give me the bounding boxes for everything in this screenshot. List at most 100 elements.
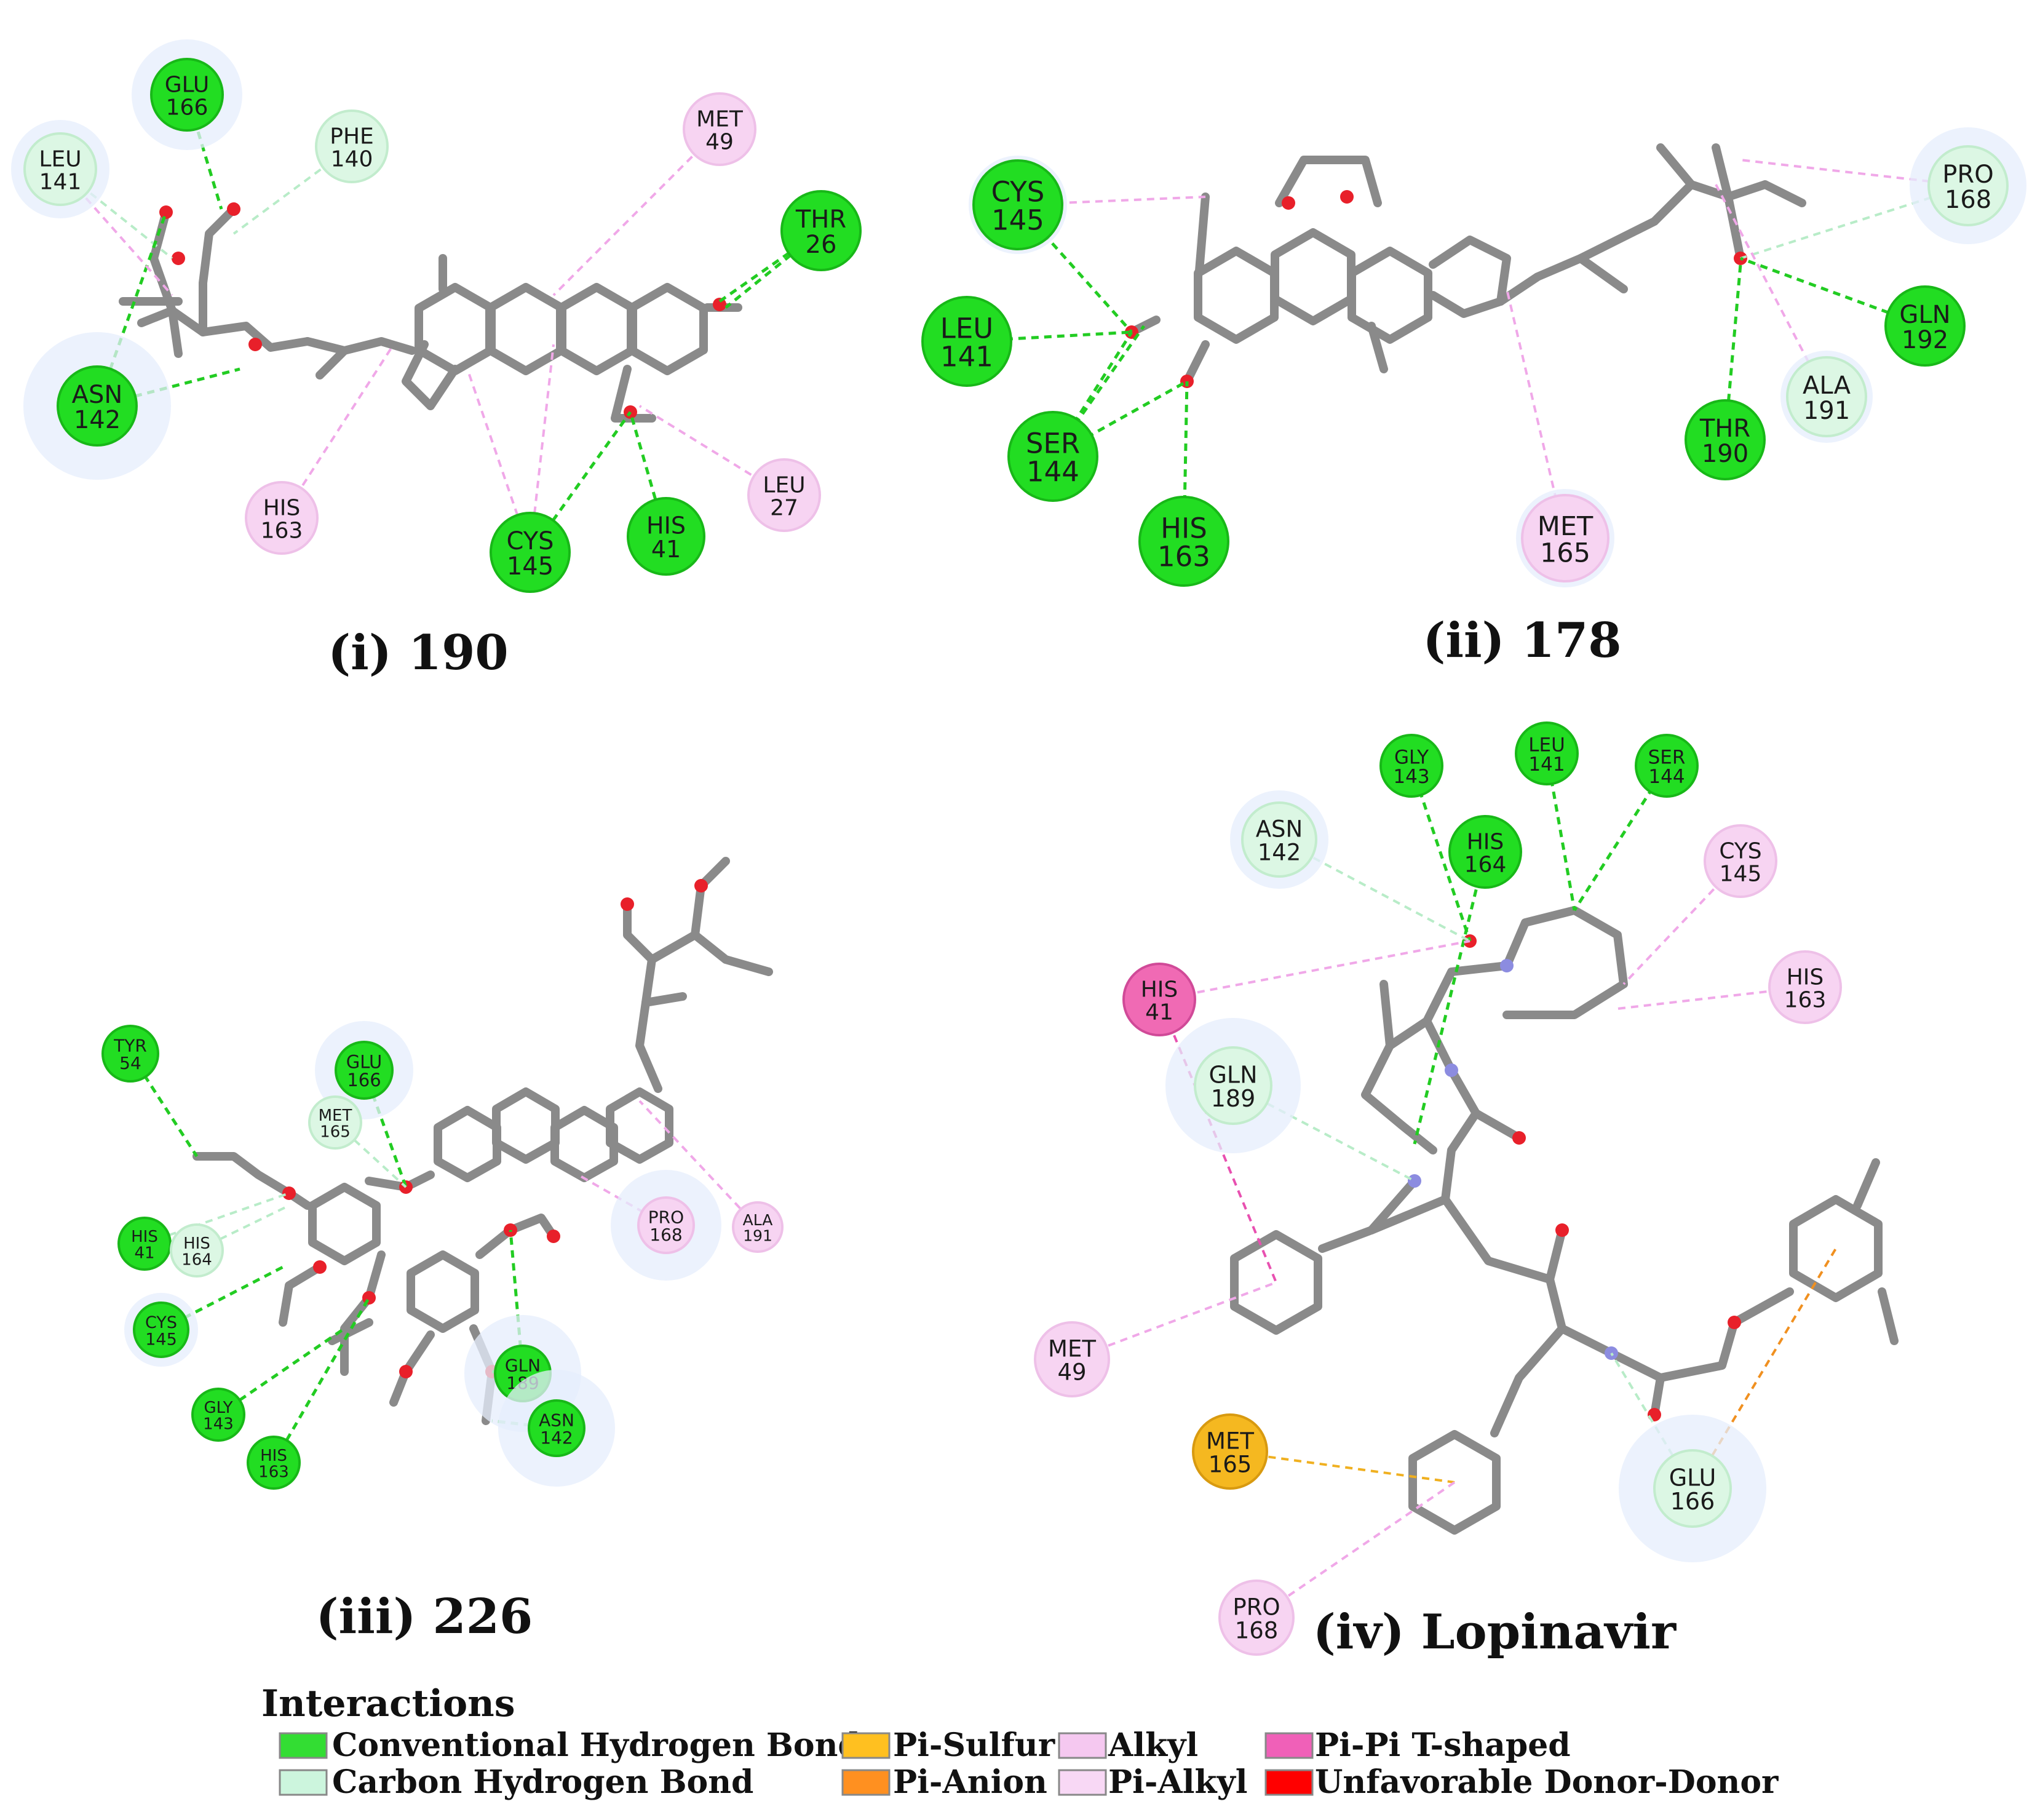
- oxygen-atom: [172, 252, 185, 265]
- residue-number: 145: [1720, 861, 1762, 886]
- residue-circle: [101, 1025, 159, 1083]
- residue-number: 27: [770, 495, 798, 520]
- ligand-226-bond: [340, 1250, 386, 1376]
- ligand-lopinavir-bond: [1472, 1109, 1523, 1142]
- residue-name: HIS: [646, 512, 686, 539]
- residue-circle: [683, 92, 756, 166]
- residue-circle: [117, 1217, 172, 1271]
- residue-circle: [780, 190, 862, 271]
- residue-number: 163: [1157, 541, 1210, 573]
- ligand-178-bond: [1347, 247, 1432, 344]
- ligand-226-bond: [641, 931, 773, 1007]
- legend-label-pi-alkyl: Pi-Alkyl: [1108, 1763, 1248, 1801]
- ligand-226-bond: [328, 1318, 373, 1345]
- residue-circle: [1122, 963, 1196, 1036]
- residue-circle: [528, 1399, 585, 1457]
- ligand-226-bond: [635, 992, 687, 1093]
- nitrogen-atom: [1445, 1063, 1458, 1077]
- residue-number: 165: [320, 1123, 351, 1141]
- residue-number: 141: [39, 169, 82, 194]
- residue-name: GLN: [1209, 1061, 1257, 1088]
- residue-circle: [1448, 815, 1522, 889]
- residue-circle: [1194, 1046, 1272, 1125]
- residue-name: CYS: [991, 176, 1045, 209]
- residue-name: SER: [1648, 746, 1686, 768]
- oxygen-atom: [313, 1260, 327, 1274]
- residue-number: 191: [1803, 397, 1850, 425]
- interaction-line-p1-met49: [552, 128, 721, 296]
- interaction-line-p3-ala191: [638, 1100, 759, 1228]
- legend-title: Interactions: [261, 1682, 515, 1725]
- caption-panel-2: (ii) 178: [1423, 613, 1621, 669]
- ligand-lopinavir-bond: [1230, 1230, 1322, 1335]
- ligand-lopinavir-bond: [1441, 1195, 1554, 1284]
- ligand-190-bond: [556, 283, 637, 375]
- oxygen-atom: [547, 1230, 560, 1243]
- interaction-line-p3-glu166: [362, 1070, 408, 1188]
- interaction-line-p4-gln189: [1232, 1084, 1415, 1182]
- residue-number: 142: [540, 1428, 573, 1448]
- legend-swatch-unfav-dd: [1264, 1769, 1314, 1796]
- residue-circle: [1768, 950, 1842, 1024]
- residue-number: 163: [258, 1463, 289, 1481]
- interaction-line-p4-pro168: [1255, 1481, 1456, 1619]
- residue-circle: [1927, 145, 2009, 226]
- ligand-lopinavir-bond: [1318, 1066, 1480, 1253]
- residue-name: ALA: [1803, 372, 1851, 400]
- ligand-226-bond: [691, 857, 730, 939]
- residue-name: HIS: [1161, 512, 1207, 545]
- ligand-190-bond: [611, 365, 656, 423]
- residue-number: 168: [1235, 1617, 1279, 1643]
- legend-swatch-hbond: [279, 1732, 328, 1759]
- residue-number: 190: [1702, 440, 1748, 468]
- legend-swatch-carbon-h: [279, 1769, 328, 1796]
- nitrogen-atom: [1408, 1174, 1421, 1188]
- residue-name: ASN: [1256, 816, 1303, 843]
- ligand-190-bond: [316, 346, 349, 379]
- interaction-line-p4-met49: [1071, 1281, 1277, 1361]
- residue-number: 41: [134, 1244, 154, 1262]
- residue-name: HIS: [183, 1234, 210, 1253]
- residue-number: 49: [1057, 1359, 1086, 1385]
- residue-name: CYS: [506, 527, 554, 555]
- ligand-226-bond: [475, 1214, 558, 1259]
- residue-name: GLU: [1669, 1464, 1717, 1491]
- residue-name: GLY: [1394, 746, 1429, 768]
- ligand-190-bond: [627, 283, 708, 375]
- oxygen-atom: [399, 1365, 413, 1378]
- ligand-190-bond: [415, 283, 496, 375]
- ligand-lopinavir-bond: [1546, 1226, 1566, 1284]
- residue-circle: [191, 1388, 245, 1442]
- residue-circle: [627, 497, 705, 576]
- residue-circle: [247, 1436, 301, 1490]
- ligand-190: [119, 205, 742, 423]
- ligand-lopinavir-bond: [1367, 1177, 1419, 1234]
- residue-circle: [1034, 1321, 1110, 1397]
- residue-number: 165: [1209, 1451, 1252, 1477]
- residue-number: 26: [806, 231, 837, 259]
- legend-swatch-pi-anion: [841, 1769, 891, 1796]
- residue-circle: [732, 1201, 784, 1253]
- ligand-178-bond: [1761, 180, 1806, 207]
- ligand-178-bond: [1194, 247, 1279, 344]
- legend-swatch-alkyl: [1058, 1732, 1107, 1759]
- legend-label-pi-anion: Pi-Anion: [893, 1763, 1047, 1801]
- residue-name: HIS: [1787, 965, 1824, 990]
- interaction-line-p4-his164: [1413, 851, 1487, 1145]
- ligand-178-bond: [1271, 228, 1355, 325]
- residue-number: 168: [1945, 186, 1991, 214]
- ligand-178-bond: [1496, 180, 1769, 306]
